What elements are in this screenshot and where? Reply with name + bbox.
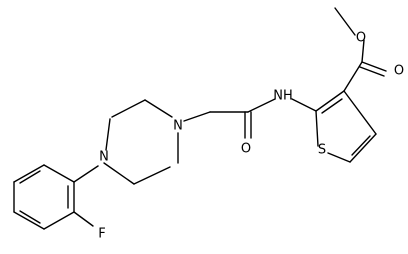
atom-piperazine-n-left: N <box>99 150 109 165</box>
bond-c-f <box>73 211 94 227</box>
atom-amide-o: O <box>241 142 251 157</box>
atom-thiophene-s: S <box>318 143 326 158</box>
bonds <box>13 7 387 230</box>
bond-ph-2 <box>43 211 75 230</box>
bond-c2-s <box>315 110 319 147</box>
bond-ph-inner-3 <box>19 170 41 184</box>
atom-piperazine-n-right: N <box>173 119 183 134</box>
bond-ph-3 <box>13 211 45 230</box>
bond-c5-c4-inner <box>351 135 371 156</box>
bond-c5-c4 <box>349 133 377 163</box>
atom-labels: O O NH O S N N F <box>98 31 404 242</box>
bond-n-aryl <box>73 165 99 183</box>
bond-ester-c-o-double-b <box>359 66 385 77</box>
atom-ester-carbonyl-o: O <box>394 64 404 79</box>
bond-c3-c2-inner <box>321 98 343 114</box>
bond-ester-c-ring <box>343 61 363 92</box>
bond-s-c5 <box>327 152 351 163</box>
bond-c2-nh <box>291 98 317 112</box>
atom-ester-methoxy-o: O <box>356 31 366 46</box>
bond-pip-3 <box>103 162 135 185</box>
bond-ph-inner-2 <box>19 210 41 224</box>
bond-ph-6 <box>43 164 75 183</box>
bond-c3-c2 <box>315 90 345 112</box>
bond-pip-4 <box>133 166 171 185</box>
bond-c4-c3 <box>343 90 377 135</box>
bond-ester-c-o-double-a <box>361 61 387 72</box>
bond-nh-amide-c <box>247 98 276 113</box>
bond-methyl-o <box>334 7 356 36</box>
bond-pip-1 <box>144 99 173 118</box>
bond-ch2-n <box>183 111 211 122</box>
bond-o-carbonyl-c <box>361 39 365 63</box>
bond-ph-5 <box>13 164 45 183</box>
atom-fluorine: F <box>98 227 105 242</box>
bond-pip-6 <box>105 118 111 151</box>
atom-amide-nh: NH <box>273 89 293 104</box>
bond-pip-2 <box>111 99 146 118</box>
